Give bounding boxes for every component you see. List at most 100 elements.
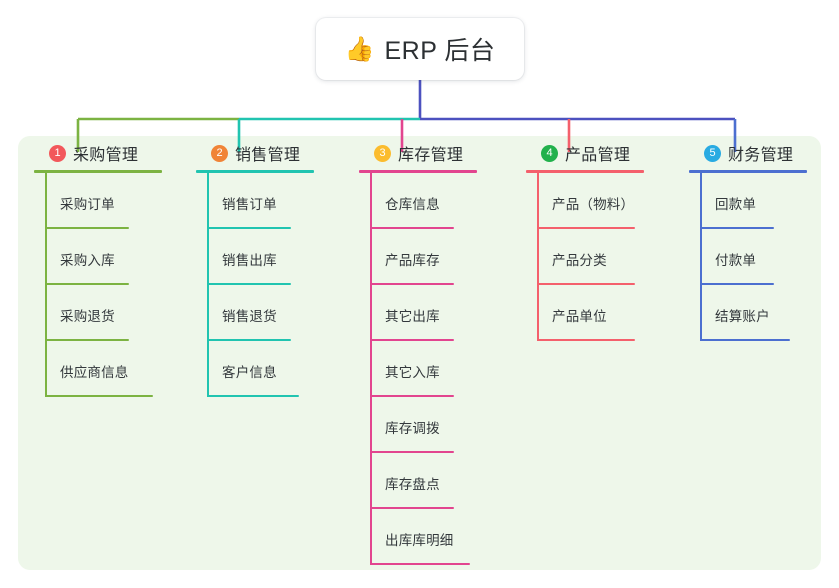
branch-item[interactable]: 其它入库: [355, 341, 515, 397]
branch-item-label: 客户信息: [222, 365, 277, 380]
branch-column-4: 4 产品管理产品（物料） 产品分类产品单位: [522, 136, 682, 341]
branch-item-underline: [537, 283, 635, 285]
branch-item-label: 销售退货: [222, 309, 277, 324]
branch-item-underline: [370, 563, 470, 565]
branch-item-label: 付款单: [715, 253, 757, 268]
branch-item[interactable]: 结算账户: [685, 285, 839, 341]
branch-item[interactable]: 产品单位: [522, 285, 682, 341]
branch-item-label: 结算账户: [715, 309, 770, 324]
branch-badge-1: 1: [49, 144, 66, 162]
branch-underline-1: [34, 170, 162, 173]
branch-items-1: 采购订单采购入库采购退货供应商信息: [30, 173, 190, 397]
branch-item[interactable]: 回款单: [685, 173, 839, 229]
branch-header-1[interactable]: 1 采购管理: [30, 136, 190, 170]
branch-item-label: 产品单位: [552, 309, 607, 324]
branch-title-3: 库存管理: [398, 147, 464, 164]
branch-item[interactable]: 客户信息: [192, 341, 352, 397]
branch-item-underline: [370, 283, 454, 285]
branch-item-label: 库存调拨: [385, 421, 440, 436]
branch-spine-2: [207, 173, 209, 397]
branch-item-label: 出库库明细: [385, 533, 454, 548]
branch-item-label: 销售订单: [222, 197, 277, 212]
branch-item-underline: [207, 283, 291, 285]
branch-underline-4: [526, 170, 644, 173]
branch-columns: 1 采购管理采购订单采购入库采购退货供应商信息 2 销售管理销售订单销售出库销售退货客…: [18, 136, 821, 570]
branch-item-underline: [207, 339, 291, 341]
branch-item-label: 采购订单: [60, 197, 115, 212]
branch-item[interactable]: 产品分类: [522, 229, 682, 285]
branch-spine-1: [45, 173, 47, 397]
branch-underline-3: [359, 170, 477, 173]
branch-item-underline: [700, 227, 774, 229]
branch-item-underline: [207, 395, 299, 397]
branch-item[interactable]: 供应商信息: [30, 341, 190, 397]
branch-item-label: 销售出库: [222, 253, 277, 268]
branch-item-label: 产品分类: [552, 253, 607, 268]
branch-item[interactable]: 采购退货: [30, 285, 190, 341]
branch-item-label: 采购退货: [60, 309, 115, 324]
branch-badge-3: 3: [374, 144, 391, 162]
branch-item[interactable]: 销售退货: [192, 285, 352, 341]
branch-item-label: 产品库存: [385, 253, 440, 268]
branch-items-3: 仓库信息产品库存其它出库其它入库库存调拨库存盘点出库库明细: [355, 173, 515, 565]
branch-item-underline: [370, 227, 454, 229]
branch-title-4: 产品管理: [565, 147, 631, 164]
branch-item-underline: [370, 339, 454, 341]
branch-column-1: 1 采购管理采购订单采购入库采购退货供应商信息: [30, 136, 190, 397]
branch-item-underline: [45, 339, 129, 341]
branch-item-label: 库存盘点: [385, 477, 440, 492]
branch-item[interactable]: 库存调拨: [355, 397, 515, 453]
branch-header-3[interactable]: 3 库存管理: [355, 136, 515, 170]
branch-items-5: 回款单付款单结算账户: [685, 173, 839, 341]
branch-item[interactable]: 出库库明细: [355, 509, 515, 565]
branch-underline-5: [689, 170, 807, 173]
branch-item[interactable]: 仓库信息: [355, 173, 515, 229]
branch-title-2: 销售管理: [235, 147, 301, 164]
branch-badge-4: 4: [541, 144, 558, 162]
root-node-content: 👍 ERP 后台: [345, 31, 496, 67]
branch-header-2[interactable]: 2 销售管理: [192, 136, 352, 170]
branch-item[interactable]: 产品库存: [355, 229, 515, 285]
thumbs-up-icon: 👍: [344, 35, 375, 63]
branch-item-label: 回款单: [715, 197, 757, 212]
branch-item-label: 供应商信息: [60, 365, 129, 380]
branch-column-3: 3 库存管理仓库信息产品库存其它出库其它入库库存调拨库存盘点出库库明细: [355, 136, 515, 565]
branch-underline-2: [196, 170, 314, 173]
branch-spine-4: [537, 173, 539, 341]
branch-item-underline: [537, 227, 635, 229]
branch-badge-2: 2: [211, 144, 228, 162]
branch-item-underline: [370, 451, 454, 453]
branch-items-4: 产品（物料） 产品分类产品单位: [522, 173, 682, 341]
branch-badge-5: 5: [704, 144, 721, 162]
branch-header-4[interactable]: 4 产品管理: [522, 136, 682, 170]
root-node-title: ERP 后台: [384, 37, 496, 65]
branch-item[interactable]: 产品（物料）: [522, 173, 682, 229]
branch-title-1: 采购管理: [73, 147, 139, 164]
branch-item[interactable]: 销售出库: [192, 229, 352, 285]
branch-item[interactable]: 其它出库: [355, 285, 515, 341]
branch-item[interactable]: 采购订单: [30, 173, 190, 229]
branch-item-label: 其它入库: [385, 365, 440, 380]
branch-item-underline: [45, 395, 153, 397]
branch-items-2: 销售订单销售出库销售退货客户信息: [192, 173, 352, 397]
branch-item[interactable]: 库存盘点: [355, 453, 515, 509]
branch-item-label: 产品（物料）: [552, 197, 635, 212]
branch-item-underline: [537, 339, 635, 341]
branch-item-label: 仓库信息: [385, 197, 440, 212]
branch-item-underline: [207, 227, 291, 229]
branch-item[interactable]: 采购入库: [30, 229, 190, 285]
content-panel: [18, 136, 821, 570]
branch-item-label: 其它出库: [385, 309, 440, 324]
branch-item-underline: [45, 227, 129, 229]
branch-item[interactable]: 销售订单: [192, 173, 352, 229]
root-node[interactable]: 👍 ERP 后台: [316, 18, 524, 80]
branch-item-label: 采购入库: [60, 253, 115, 268]
branch-item-underline: [370, 395, 454, 397]
branch-item-underline: [370, 507, 454, 509]
branch-item-underline: [700, 283, 774, 285]
branch-spine-3: [370, 173, 372, 565]
branch-item[interactable]: 付款单: [685, 229, 839, 285]
